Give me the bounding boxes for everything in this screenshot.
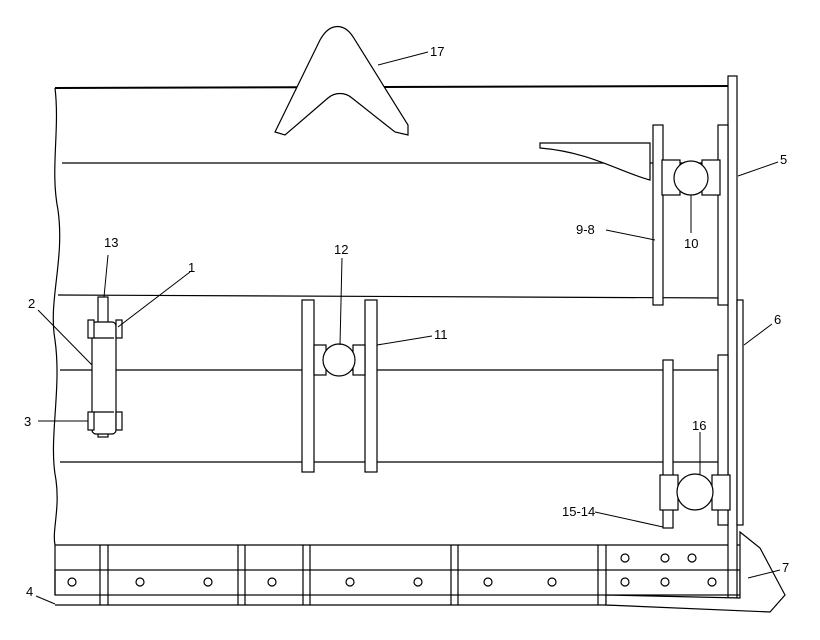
callout-6: 6 (774, 312, 781, 327)
callout-16: 16 (692, 418, 706, 433)
callout-15-14: 15-14 (562, 504, 595, 519)
center-bracket (301, 299, 378, 473)
callout-5: 5 (780, 152, 787, 167)
lower-right-bracket (659, 354, 731, 529)
bolt-heads (67, 553, 717, 587)
cutting-edge (54, 530, 786, 613)
callout-17: 17 (430, 44, 444, 59)
callout-1: 1 (188, 260, 195, 275)
callout-10: 10 (684, 236, 698, 251)
lifting-eye (274, 25, 409, 136)
blade-body (52, 75, 744, 599)
left-link-assembly (87, 296, 123, 438)
callout-7: 7 (782, 560, 789, 575)
callout-12: 12 (334, 242, 348, 257)
callout-4: 4 (26, 584, 33, 599)
callout-13: 13 (104, 235, 118, 250)
upper-right-bracket (539, 124, 729, 306)
callout-9-8: 9-8 (576, 222, 595, 237)
callout-labels: 17 5 9-8 10 13 1 2 12 11 6 3 16 15-14 7 … (24, 44, 789, 599)
callout-2: 2 (28, 296, 35, 311)
callout-11: 11 (434, 327, 448, 342)
leader-lines (35, 51, 781, 605)
callout-3: 3 (24, 414, 31, 429)
